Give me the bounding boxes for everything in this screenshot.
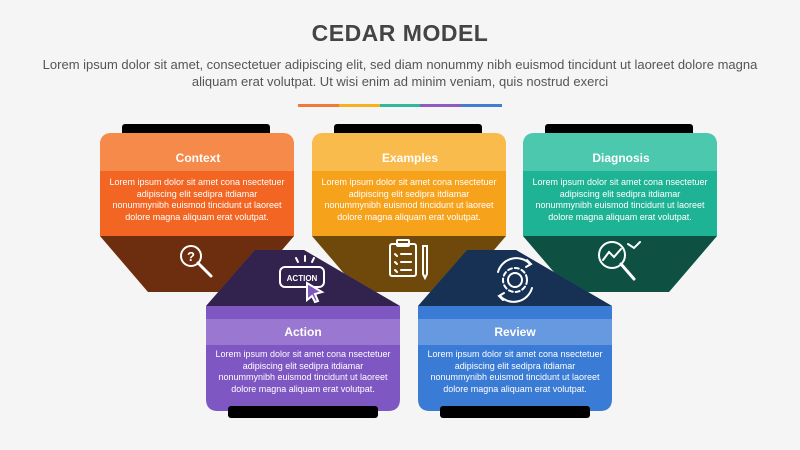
underline-segment-4 [420,104,462,107]
underline-segment-1 [298,104,339,107]
card-action-title: Action [284,325,322,339]
underline-segment-5 [461,104,502,107]
card-review-title: Review [494,325,536,339]
gear-cycle-icon [497,257,533,303]
card-diagnosis-title: Diagnosis [592,151,650,165]
action-click-icon: ACTION [279,255,325,304]
card-review-header [418,319,612,345]
card-examples-header [312,133,506,171]
page-title: CEDAR MODEL [311,20,489,46]
card-action-text: Lorem ipsum dolor sit amet cona nsectetu… [215,349,391,394]
card-context-title: Context [175,151,221,165]
clipboard-checklist-icon [389,239,428,281]
card-diagnosis-header [523,133,717,171]
underline-segment-2 [338,104,380,107]
card-context-text: Lorem ipsum dolor sit amet cona nsectetu… [109,177,285,222]
card-review-text: Lorem ipsum dolor sit amet cona nsectetu… [427,349,603,394]
svg-text:?: ? [187,249,195,264]
card-action-shade [206,250,400,306]
card-context-header [100,133,294,171]
card-diagnosis-text: Lorem ipsum dolor sit amet cona nsectetu… [532,177,708,222]
intro-text: Lorem ipsum dolor sit amet, consectetuer… [42,57,758,89]
card-action-shape [206,250,400,418]
chart-magnifier-icon [598,241,641,281]
card-action-tab [228,406,378,418]
card-review-shape [418,250,612,418]
title-underline [298,104,502,107]
card-action-header [206,319,400,345]
card-review-tab [440,406,590,418]
svg-text:ACTION: ACTION [287,274,318,283]
question-magnifier-icon: ? [180,245,213,278]
card-examples-text: Lorem ipsum dolor sit amet cona nsectetu… [321,177,497,222]
card-review-shade [418,250,612,306]
underline-segment-3 [379,104,421,107]
card-examples-title: Examples [381,151,439,165]
